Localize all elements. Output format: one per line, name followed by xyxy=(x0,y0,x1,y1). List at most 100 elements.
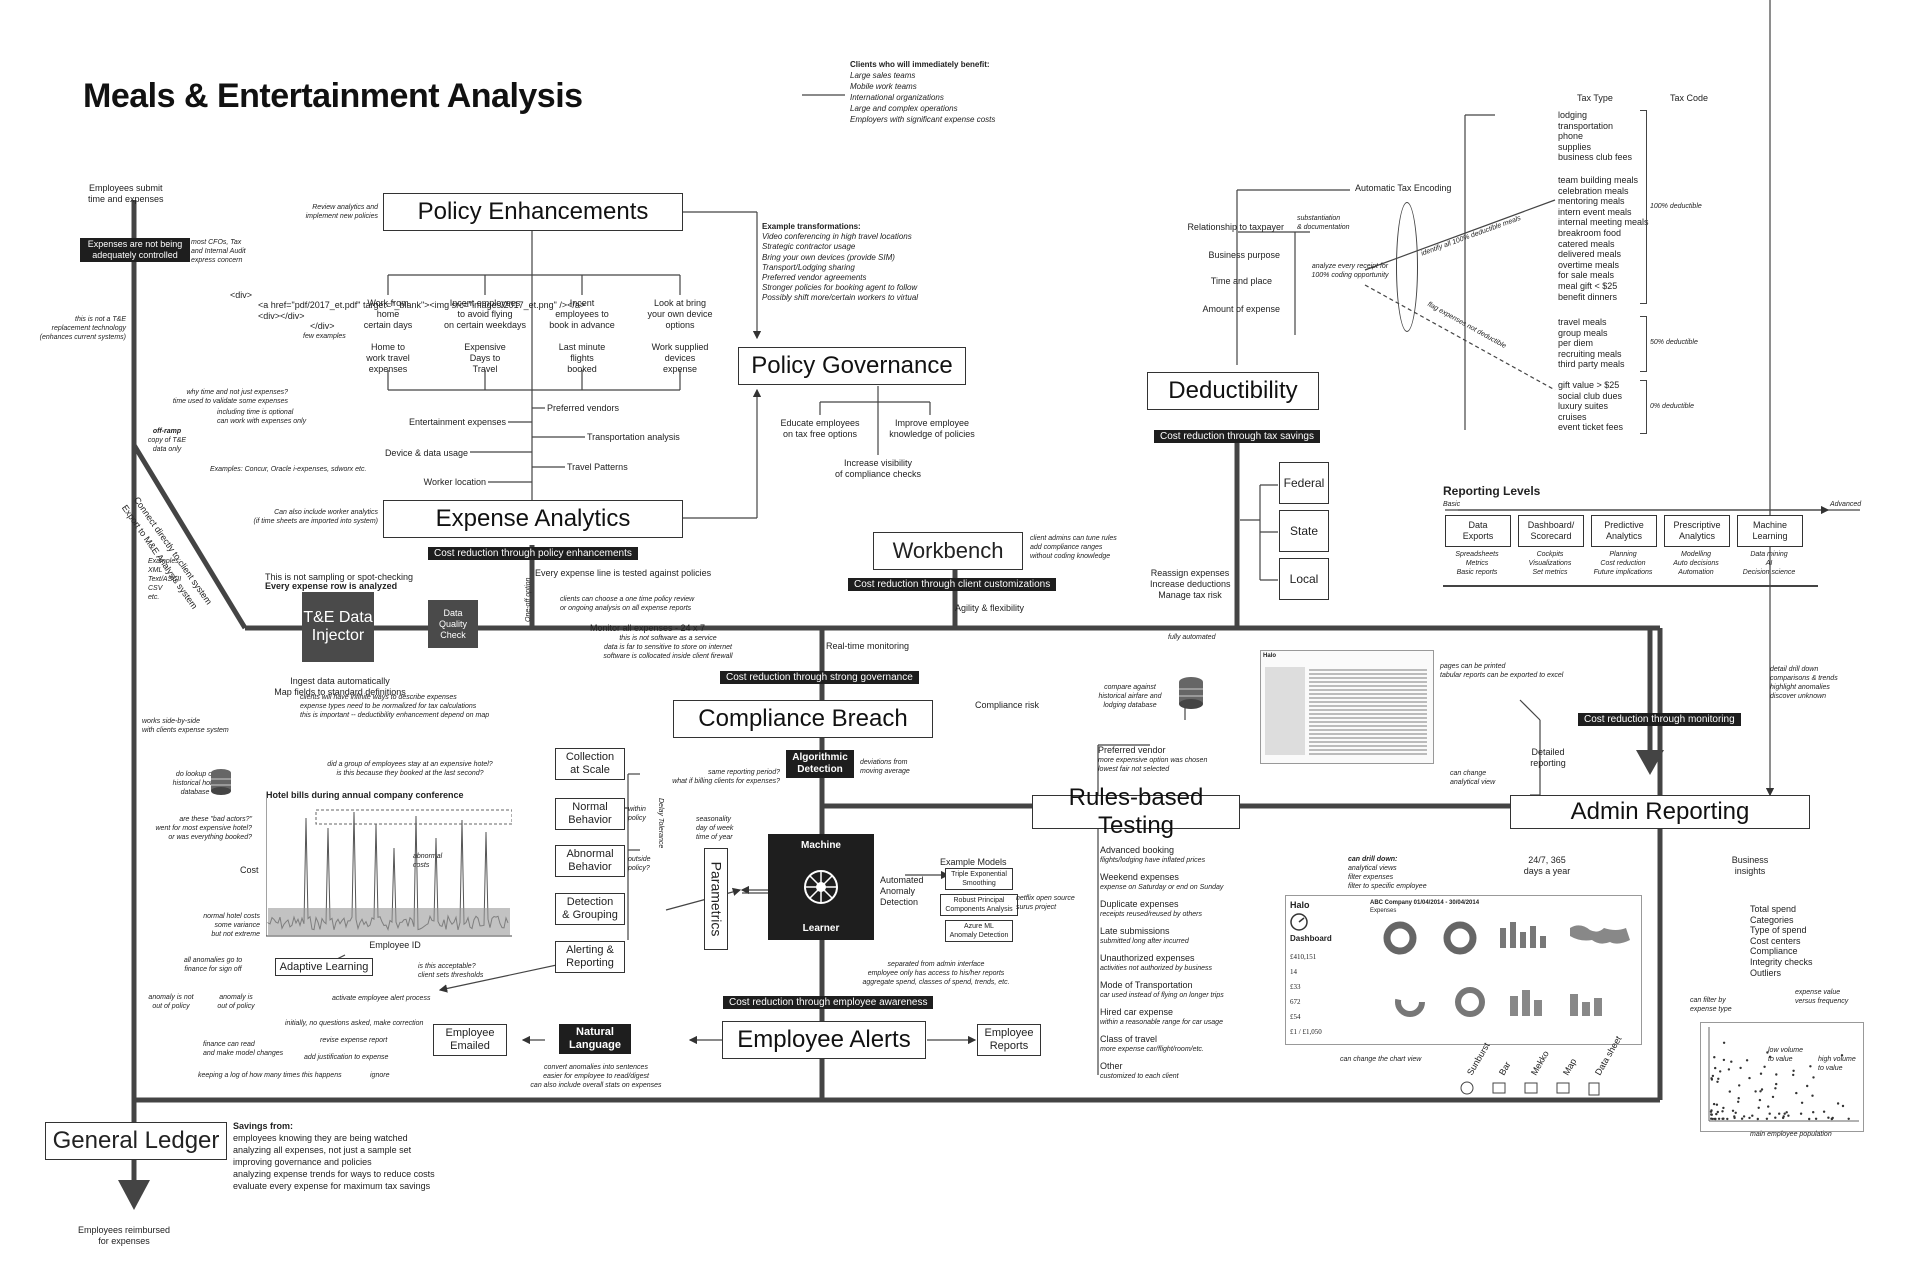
scatter-dot xyxy=(1722,1106,1725,1110)
worker-analytics-note: Can also include worker analytics (if ti… xyxy=(253,509,379,525)
scatter-dot xyxy=(1715,1103,1719,1106)
savings-item: employees knowing they are being watched xyxy=(233,1133,408,1143)
fully-automated: fully automated xyxy=(1168,634,1216,641)
tax-item: per diem xyxy=(1558,338,1594,349)
savings-item: evaluate every expense for maximum tax s… xyxy=(233,1181,431,1191)
insight-item: Cost centers xyxy=(1750,935,1801,946)
worker-location: Worker location xyxy=(423,477,486,487)
tax-item: phone xyxy=(1558,131,1584,142)
policy-item: Expensive Days to Travel xyxy=(464,342,506,374)
view-option[interactable]: Sunburst xyxy=(1465,1040,1492,1077)
scatter-dot xyxy=(1712,1102,1716,1106)
code-bracket-1 xyxy=(1640,110,1647,304)
advanced-label: Advanced xyxy=(1830,501,1862,508)
scatter-dot xyxy=(1822,1110,1826,1113)
rule-desc: car used instead of flying on longer tri… xyxy=(1100,992,1224,999)
view-option[interactable]: Bar xyxy=(1497,1059,1513,1077)
strong-governance-bar: Cost reduction through strong governance xyxy=(720,671,919,684)
scatter-dot xyxy=(1765,1117,1769,1120)
model-azure: Azure ML Anomaly Detection xyxy=(945,920,1013,942)
scatter-dot xyxy=(1722,1041,1726,1044)
drill-down-list: analytical views filter expenses filter … xyxy=(1348,865,1427,890)
level-prescriptive: Prescriptive Analytics xyxy=(1664,515,1730,547)
scatter-dot xyxy=(1737,1100,1740,1103)
scatter-dot xyxy=(1739,1066,1742,1070)
company-period: ABC Company 01/04/2014 - 30/04/2014 xyxy=(1370,900,1480,906)
view-option[interactable]: Mekko xyxy=(1529,1049,1551,1077)
acceptable-note: is this acceptable? client sets threshol… xyxy=(418,963,484,979)
employee-reports-box: Employee Reports xyxy=(977,1024,1041,1056)
auto-tax-encoding: Automatic Tax Encoding xyxy=(1355,183,1452,193)
seasonality-note: seasonality day of week time of year xyxy=(696,816,734,841)
tax-item: delivered meals xyxy=(1558,249,1622,260)
sunburst-icon xyxy=(1460,1081,1474,1095)
within-policy: within policy xyxy=(628,806,646,822)
clients-item: International organizations xyxy=(850,93,944,102)
local-label: Local xyxy=(1289,572,1319,586)
works-side: works side-by-side with clients expense … xyxy=(142,718,229,734)
detailed-reporting: Detailed reporting xyxy=(1530,747,1566,768)
scatter-dot xyxy=(1795,1091,1798,1095)
hotel-chart-title: Hotel bills during annual company confer… xyxy=(266,790,464,800)
policy-enhancements-box: Policy Enhancements xyxy=(383,193,683,231)
expense-value-freq: expense value versus frequency xyxy=(1795,989,1849,1005)
scatter-dot xyxy=(1711,1074,1715,1078)
rule-title: Weekend expenses xyxy=(1100,872,1179,882)
tax-item: lodging xyxy=(1558,110,1588,120)
table-row-line xyxy=(1309,745,1427,747)
scatter-dot xyxy=(1722,1058,1726,1062)
tax-item: recruiting meals xyxy=(1558,348,1622,359)
rule-title: Hired car expense xyxy=(1100,1007,1174,1017)
employees-submit: Employees submit time and expenses xyxy=(88,183,164,204)
netflix-note: netflix open source surus project xyxy=(1016,895,1075,911)
tax-item: group meals xyxy=(1558,327,1608,338)
policy-item: Incent employees to book in advance xyxy=(549,298,615,330)
transform-item: Video conferencing in high travel locati… xyxy=(762,232,912,242)
visibility-note: Increase visibility of compliance checks xyxy=(834,458,922,479)
monitor-note: Monitor all expenses - 24 x 7 xyxy=(590,623,706,633)
clients-item: Mobile work teams xyxy=(850,82,917,91)
clients-ways-note: clients will have infinite ways to descr… xyxy=(300,694,490,719)
scatter-dot xyxy=(1742,1115,1746,1118)
data-quality-check: Data Quality Check xyxy=(428,600,478,648)
scatter-dot xyxy=(1792,1069,1795,1072)
employee-alerts-title: Employee Alerts xyxy=(737,1026,911,1053)
table-row-line xyxy=(1309,677,1427,679)
scatter-dot xyxy=(1814,1117,1818,1120)
levels-underline xyxy=(1443,585,1818,587)
scatter-dot xyxy=(1717,1117,1721,1120)
ignore-option: ignore xyxy=(370,1072,390,1079)
change-view-note: can change analytical view xyxy=(1450,770,1496,786)
step-collection: Collection at Scale xyxy=(555,748,625,780)
table-row-line xyxy=(1309,689,1427,691)
rule-title: Late submissions xyxy=(1100,926,1170,936)
scatter-dot xyxy=(1783,1112,1786,1115)
database-icon xyxy=(211,769,231,795)
tax-item: breakroom food xyxy=(1558,227,1622,238)
scatter-dot xyxy=(1831,1116,1834,1120)
scatter-dot xyxy=(1751,1114,1754,1117)
tax-item: cruises xyxy=(1558,411,1587,422)
one-off-label: One-off option xyxy=(525,577,532,622)
chart-view-note: can change the chart view xyxy=(1340,1056,1422,1063)
parametrics-box: Parametrics xyxy=(704,848,728,950)
rule-title: Unauthorized expenses xyxy=(1100,953,1195,963)
view-option[interactable]: Map xyxy=(1561,1056,1579,1077)
client-customizations-bar: Cost reduction through client customizat… xyxy=(848,578,1057,591)
kpi: £33 xyxy=(1290,983,1301,991)
halo-logo: Halo xyxy=(1290,900,1310,910)
preferred-vendor-rule: Preferred vendor xyxy=(1098,745,1166,755)
gauge-icon xyxy=(1290,913,1308,931)
workbench-title: Workbench xyxy=(892,538,1004,563)
low-volume-note: low volume to value xyxy=(1768,1047,1804,1063)
tax-group-3: travel meals group meals per diem recrui… xyxy=(1558,317,1625,370)
tax-group-4: gift value > $25 social club dues luxury… xyxy=(1558,380,1623,433)
level-machine-learning: Machine Learning xyxy=(1737,515,1803,547)
scatter-dot xyxy=(1728,1090,1731,1093)
days-a-year: 24/7, 365 days a year xyxy=(1523,855,1571,876)
insight-item: Compliance xyxy=(1750,946,1798,957)
rule-desc: activities not authorized by business xyxy=(1100,965,1213,972)
scatter-dot xyxy=(1768,1055,1772,1058)
group-question: did a group of employees stay at an expe… xyxy=(327,761,493,777)
